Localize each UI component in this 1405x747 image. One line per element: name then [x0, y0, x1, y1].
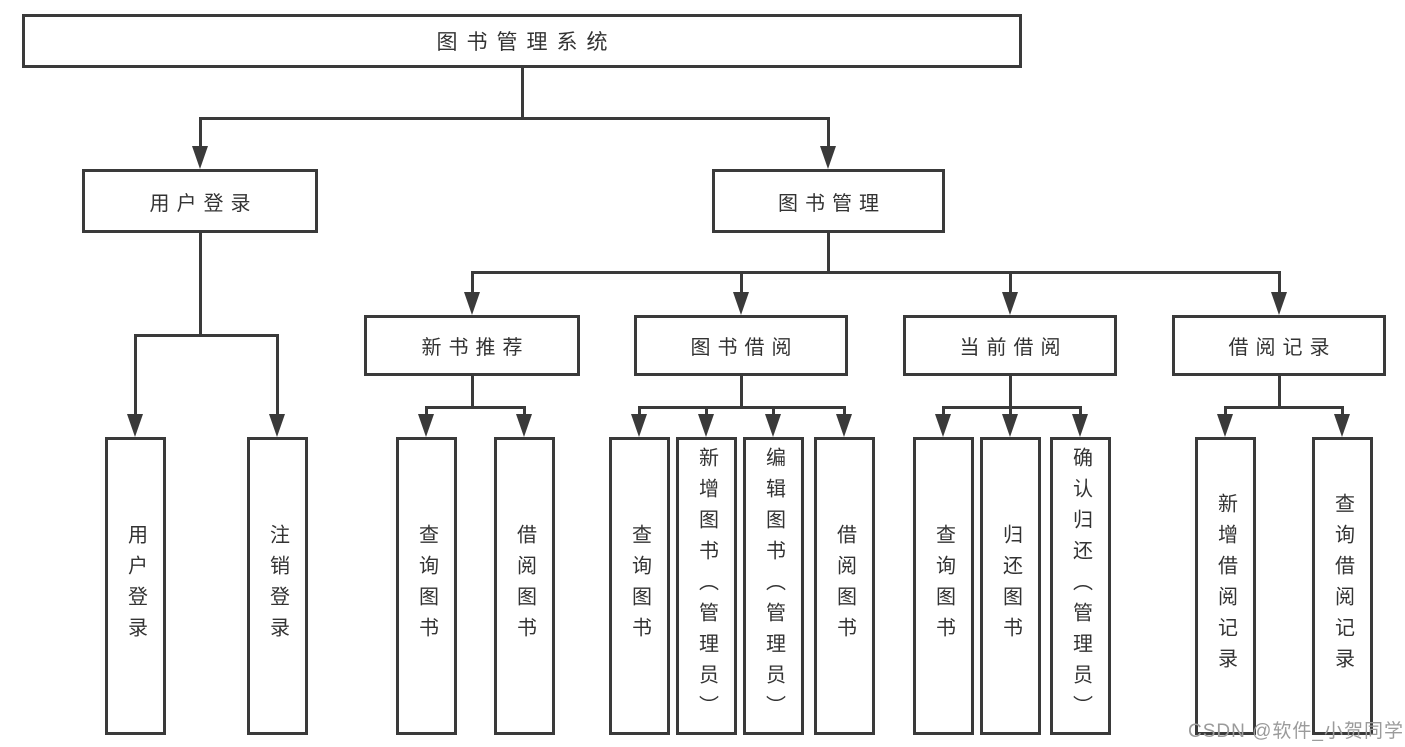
arrow-shaft	[1223, 407, 1227, 414]
connector-vline	[826, 233, 830, 272]
leaf-confirm-return-admin: 确认归还（管理员）	[1050, 437, 1111, 735]
arrow-down-icon	[1271, 292, 1287, 315]
node-borrowing-records-label: 借阅记录	[1228, 337, 1337, 359]
leaf-edit-book-admin: 编辑图书（管理员）	[743, 437, 804, 735]
arrow-shaft	[470, 272, 474, 292]
arrow-shaft	[771, 407, 775, 414]
connector-hline	[1223, 405, 1344, 409]
leaf-edit-book-admin-label: 编辑图书（管理员）	[762, 446, 785, 726]
leaf-query-books-borrow-label: 查询图书	[628, 524, 651, 648]
connector-hline	[198, 116, 830, 120]
leaf-borrow-books: 借阅图书	[814, 437, 875, 735]
connector-vline	[470, 376, 474, 407]
arrow-down-icon	[127, 414, 143, 437]
arrow-down-icon	[698, 414, 714, 437]
connector-hline	[133, 333, 279, 337]
leaf-borrow-books-recommend-label: 借阅图书	[513, 524, 536, 648]
arrow-down-icon	[765, 414, 781, 437]
node-current-borrowing: 当前借阅	[903, 315, 1117, 376]
leaf-query-borrow-record-label: 查询借阅记录	[1331, 493, 1354, 679]
leaf-query-books-current: 查询图书	[913, 437, 974, 735]
connector-hline	[424, 405, 526, 409]
leaf-logout-label: 注销登录	[266, 524, 289, 648]
leaf-query-books-recommend-label: 查询图书	[415, 524, 438, 648]
arrow-shaft	[1277, 272, 1281, 292]
leaf-add-book-admin: 新增图书（管理员）	[676, 437, 737, 735]
connector-vline	[1008, 376, 1012, 407]
arrow-down-icon	[631, 414, 647, 437]
arrow-shaft	[522, 407, 526, 414]
arrow-down-icon	[192, 146, 208, 169]
node-book-borrowing: 图书借阅	[634, 315, 848, 376]
leaf-add-borrow-record: 新增借阅记录	[1195, 437, 1256, 735]
arrow-shaft	[1340, 407, 1344, 414]
arrow-down-icon	[733, 292, 749, 315]
node-current-borrowing-label: 当前借阅	[959, 337, 1068, 359]
leaf-add-borrow-record-label: 新增借阅记录	[1214, 493, 1237, 679]
connector-hline	[637, 405, 846, 409]
arrow-down-icon	[820, 146, 836, 169]
node-borrowing-records: 借阅记录	[1172, 315, 1386, 376]
arrow-down-icon	[516, 414, 532, 437]
arrow-shaft	[637, 407, 641, 414]
leaf-user-login: 用户登录	[105, 437, 166, 735]
leaf-confirm-return-admin-label: 确认归还（管理员）	[1069, 446, 1092, 726]
arrow-down-icon	[1002, 292, 1018, 315]
leaf-query-borrow-record: 查询借阅记录	[1312, 437, 1373, 735]
arrow-down-icon	[1217, 414, 1233, 437]
leaf-user-login-label: 用户登录	[124, 524, 147, 648]
arrow-shaft	[1078, 407, 1082, 414]
arrow-shaft	[133, 335, 137, 414]
leaf-logout: 注销登录	[247, 437, 308, 735]
leaf-query-books-current-label: 查询图书	[932, 524, 955, 648]
arrow-shaft	[424, 407, 428, 414]
arrow-down-icon	[418, 414, 434, 437]
arrow-shaft	[1008, 407, 1012, 414]
leaf-add-book-admin-label: 新增图书（管理员）	[695, 446, 718, 726]
node-book-management: 图书管理	[712, 169, 945, 233]
leaf-return-book: 归还图书	[980, 437, 1041, 735]
arrow-shaft	[826, 118, 830, 146]
node-book-management-label: 图书管理	[778, 192, 886, 215]
arrow-shaft	[739, 272, 743, 292]
leaf-borrow-books-recommend: 借阅图书	[494, 437, 555, 735]
arrow-shaft	[704, 407, 708, 414]
node-user-login-label: 用户登录	[149, 192, 258, 215]
connector-vline	[520, 68, 524, 118]
node-user-login: 用户登录	[82, 169, 318, 233]
arrow-shaft	[941, 407, 945, 414]
arrow-down-icon	[1072, 414, 1088, 437]
connector-vline	[198, 233, 202, 335]
connector-vline	[1277, 376, 1281, 407]
node-root-label: 图书管理系统	[436, 31, 617, 54]
connector-hline	[470, 270, 1281, 274]
arrow-down-icon	[1002, 414, 1018, 437]
arrow-shaft	[1008, 272, 1012, 292]
arrow-down-icon	[1334, 414, 1350, 437]
node-new-book-recommend: 新书推荐	[364, 315, 580, 376]
connector-hline	[941, 405, 1082, 409]
leaf-query-books-recommend: 查询图书	[396, 437, 457, 735]
arrow-down-icon	[269, 414, 285, 437]
arrow-shaft	[842, 407, 846, 414]
arrow-down-icon	[935, 414, 951, 437]
leaf-borrow-books-label: 借阅图书	[833, 524, 856, 648]
node-book-borrowing-label: 图书借阅	[690, 337, 799, 359]
connector-vline	[739, 376, 743, 407]
leaf-query-books-borrow: 查询图书	[609, 437, 670, 735]
arrow-shaft	[275, 335, 279, 414]
arrow-down-icon	[464, 292, 480, 315]
arrow-shaft	[198, 118, 202, 146]
csdn-watermark: CSDN @软件_小贺同学	[1188, 721, 1404, 742]
node-new-book-recommend-label: 新书推荐	[421, 337, 530, 359]
arrow-down-icon	[836, 414, 852, 437]
node-root: 图书管理系统	[22, 14, 1022, 68]
leaf-return-book-label: 归还图书	[999, 524, 1022, 648]
